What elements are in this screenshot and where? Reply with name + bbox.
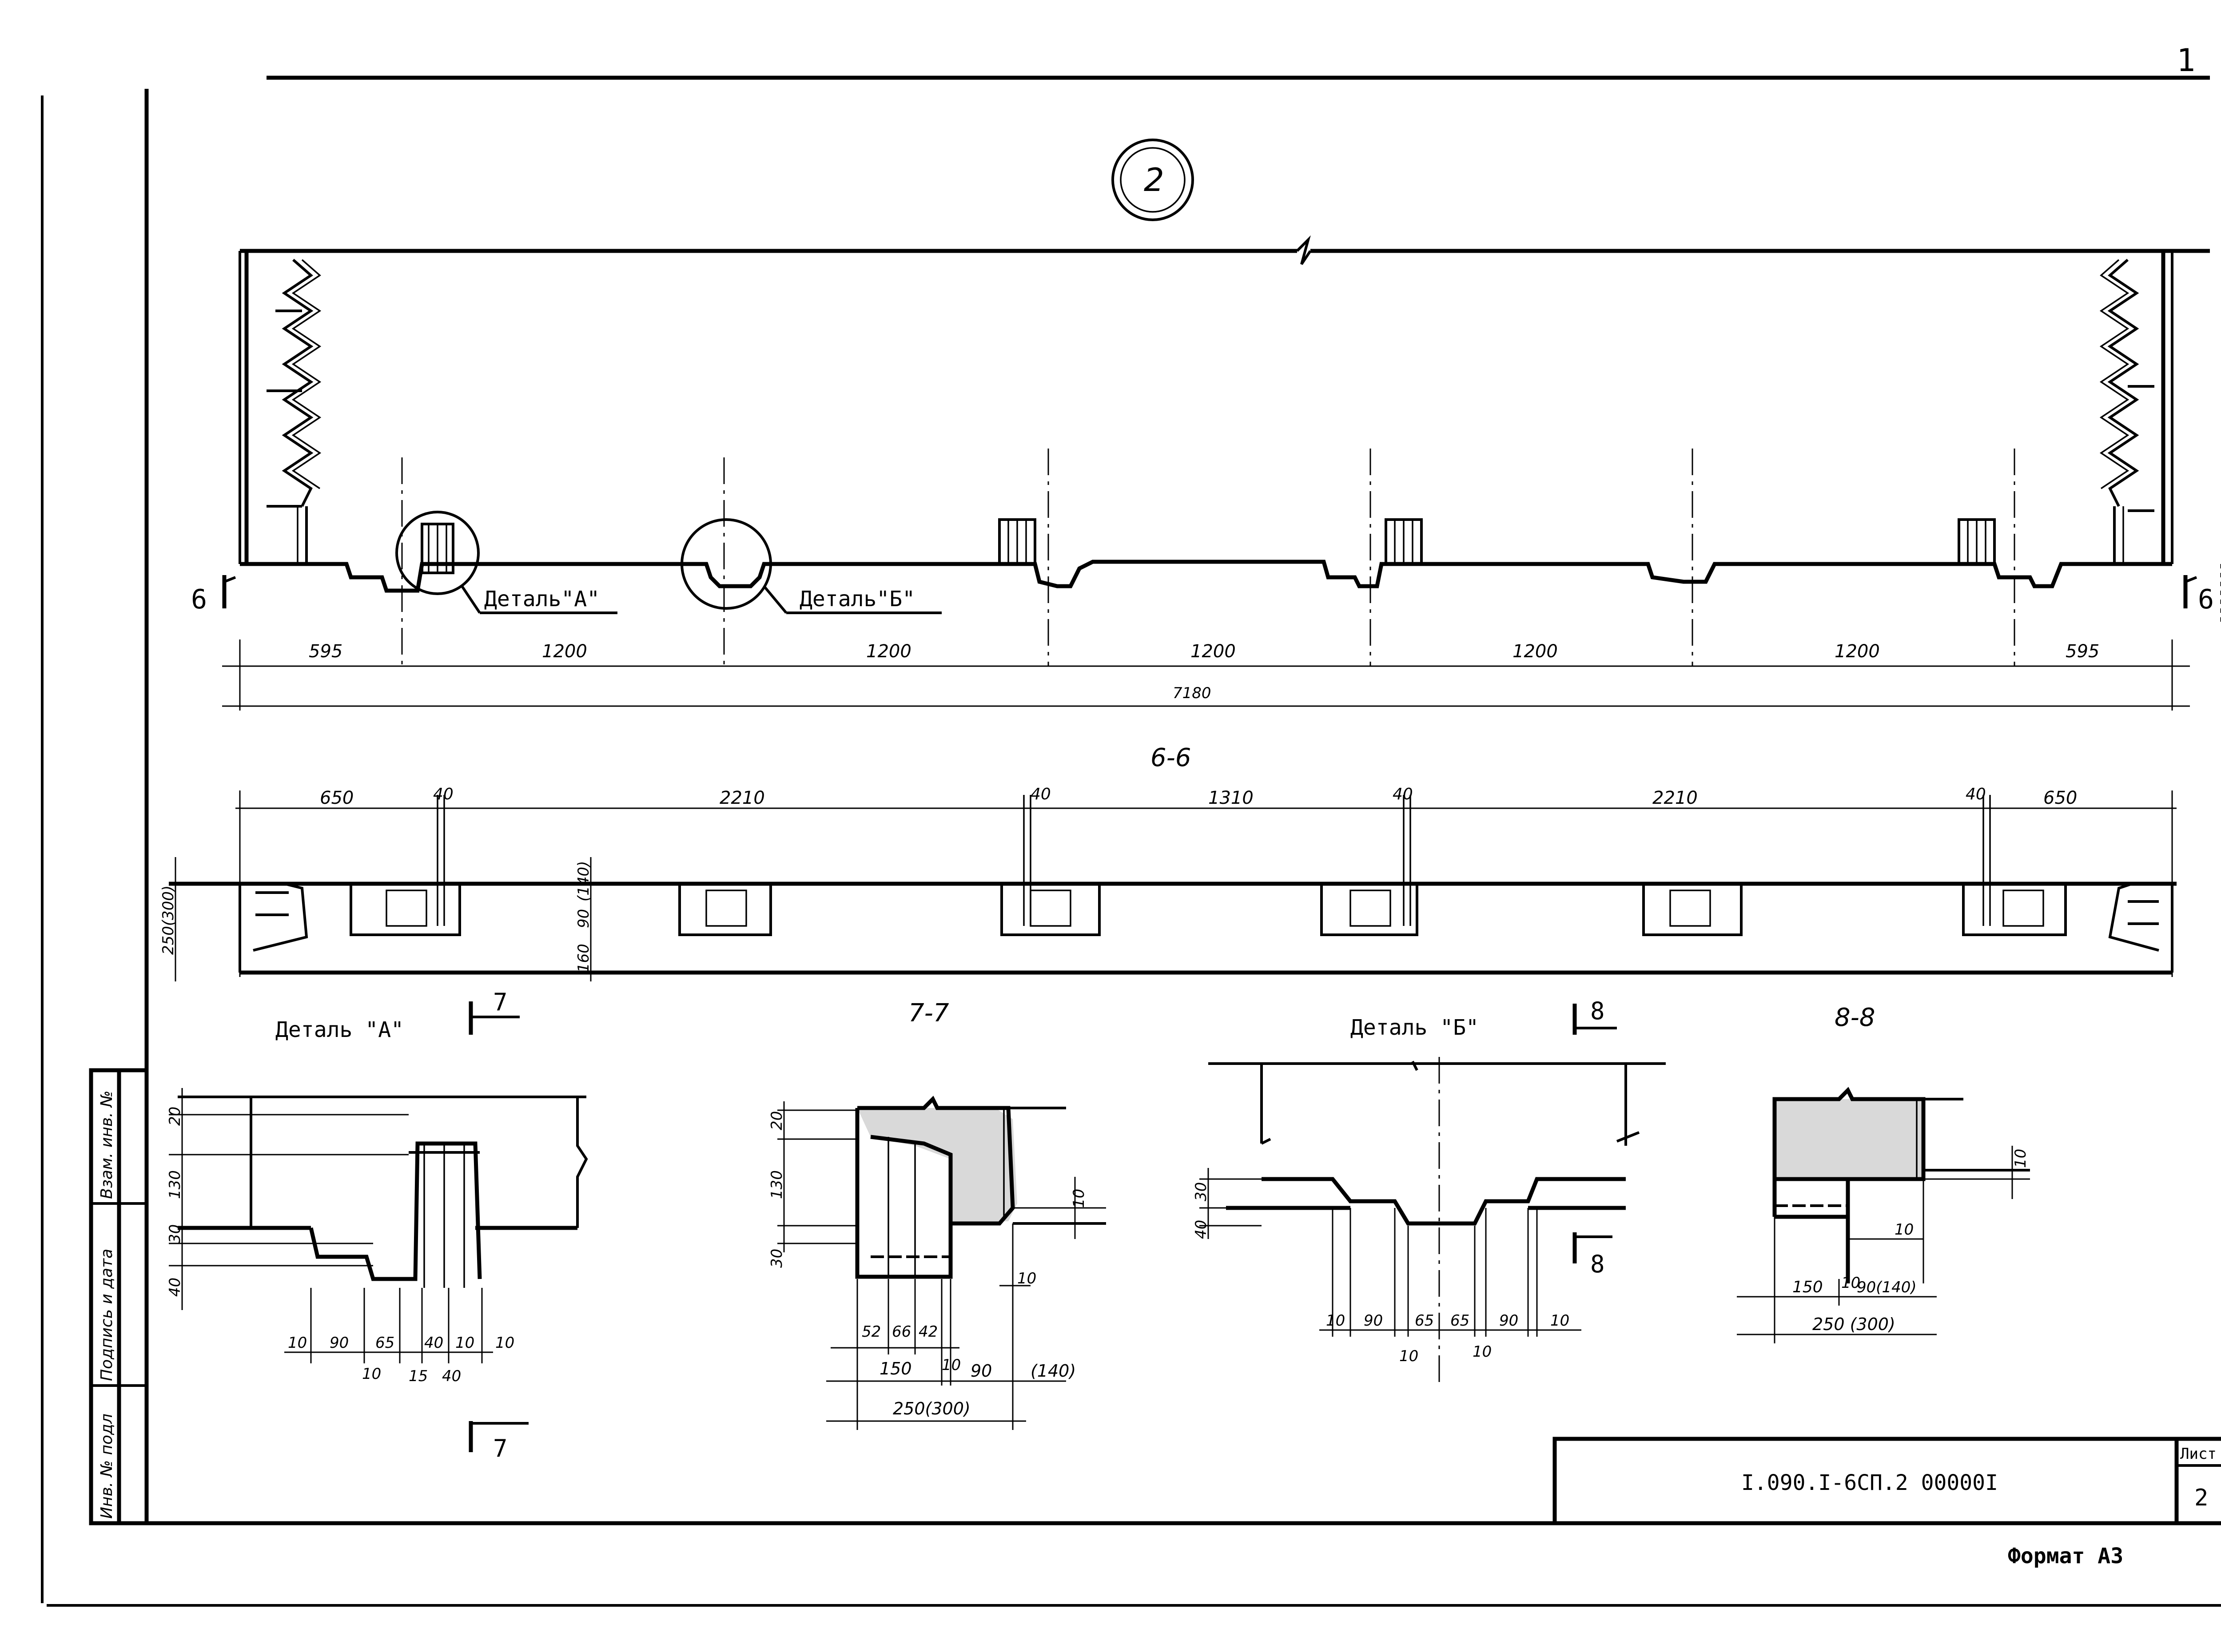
detail-a-vdim-130: 130 [166, 1170, 184, 1199]
plan-mark-circle [1111, 139, 1194, 221]
side-stamp: Инв. № подл Подпись и дата Взам. инв. № [89, 1068, 149, 1525]
detail-a-hdim-40b: 40 [442, 1367, 461, 1385]
s66-dim-8: 40 [1966, 785, 1986, 803]
detail-a-hdim-15: 15 [409, 1367, 428, 1385]
s77-vdim-130: 130 [768, 1170, 786, 1199]
detail-b-vdim-30: 30 [1192, 1182, 1210, 1201]
s77-hdim-10: 10 [942, 1356, 961, 1374]
s66-dim-2: 40 [433, 785, 454, 803]
s77-hdim-90: 90 [971, 1361, 992, 1381]
detail-b-hdim-65a: 65 [1415, 1312, 1434, 1330]
detail-b-hdim-90a: 90 [1364, 1312, 1383, 1330]
plan-dim-5: 1200 [1513, 641, 1558, 662]
s77-hdim-140: (140) [1031, 1361, 1076, 1381]
detail-a-title: Деталь "А" [275, 1017, 404, 1042]
s88-hdim-10: 10 [1841, 1274, 1860, 1292]
detail-a-callout: Деталь"А" [484, 587, 600, 612]
s88-hdim-150: 150 [1792, 1278, 1823, 1296]
detail-b-cut-top: 8 [1590, 997, 1605, 1025]
title-block: I.090.I-6СП.2 00000I Лист 2 [1552, 1437, 2221, 1525]
detail-a-hdim-10d: 10 [362, 1365, 381, 1383]
section-7-7: 7-7 10 10 20 130 30 52 66 42 [768, 999, 1106, 1430]
s66-vdim-90: 90 [575, 909, 593, 928]
sheet-label: Лист [2180, 1445, 2217, 1463]
s77-vdim-30: 30 [768, 1249, 786, 1268]
plan-view: 2 [191, 139, 2221, 711]
s77-vdim-20: 20 [768, 1111, 786, 1130]
plan-dim-7: 595 [2066, 641, 2099, 662]
detail-b-hdim-10b: 10 [1550, 1312, 1569, 1330]
s66-vdim-160: 160 [575, 944, 593, 973]
detail-b-hdim-65b: 65 [1450, 1312, 1469, 1330]
s66-ribs [350, 882, 2067, 936]
detail-a-hdim-65: 65 [375, 1334, 394, 1352]
s88-side-dim-2: 10 [1895, 1221, 1914, 1239]
detail-b-circle [681, 518, 772, 610]
stamp-signature: Подпись и дата [98, 1249, 116, 1381]
detail-b-hdim-90b: 90 [1499, 1312, 1518, 1330]
detail-a-vdim-20: 20 [166, 1107, 184, 1126]
detail-a-hdim-10c: 10 [495, 1334, 514, 1352]
plan-mark-number: 2 [1144, 161, 1164, 199]
detail-b-cut-bottom: 8 [1590, 1250, 1605, 1278]
detail-a: Деталь "А" 7 7 20 130 30 40 10 90 [166, 988, 588, 1462]
detail-b: Деталь "Б" 8 8 30 40 10 90 65 6 [1192, 997, 1666, 1386]
detail-b-subdim-2: 10 [1473, 1343, 1492, 1361]
s66-dim-5: 1310 [1208, 788, 1254, 808]
corner-mark: 1 [2177, 42, 2195, 79]
cut-mark-6-right: 6 [2198, 584, 2214, 615]
s77-hdim-42: 42 [919, 1323, 938, 1341]
plan-dim-3: 1200 [866, 641, 911, 662]
format-label: Формат А3 [2008, 1544, 2123, 1569]
sheet-number: 2 [2194, 1485, 2208, 1511]
s66-dim-6: 40 [1393, 785, 1413, 803]
section-7-7-title: 7-7 [908, 999, 949, 1028]
plan-dim-1: 595 [309, 641, 342, 662]
s88-hdim-90: 90(140) [1857, 1279, 1917, 1296]
plan-dim-4: 1200 [1190, 641, 1236, 662]
detail-b-vdim-40: 40 [1192, 1220, 1210, 1239]
detail-a-vdim-30: 30 [166, 1224, 184, 1243]
s77-hdim-total: 250(300) [893, 1399, 971, 1418]
detail-a-hdim-10: 10 [288, 1334, 307, 1352]
section-6-6: 6-6 650 40 2210 40 1310 40 2210 40 650 [159, 743, 2177, 981]
drawing-designation: I.090.I-6СП.2 00000I [1741, 1470, 1998, 1495]
plan-dim-total: 7180 [1173, 684, 1211, 702]
detail-a-circle [395, 511, 480, 595]
detail-a-cut-bottom: 7 [493, 1434, 508, 1462]
detail-a-cut-top: 7 [493, 988, 508, 1016]
section-8-8: 8-8 10 10 150 10 90(140) 250 (300) [1737, 1003, 2030, 1343]
detail-b-callout: Деталь"Б" [800, 587, 915, 612]
section-6-6-title: 6-6 [1150, 743, 1191, 772]
detail-a-hdim-40: 40 [424, 1334, 443, 1352]
stamp-replace-inv: Взам. инв. № [98, 1091, 116, 1199]
s77-hdim-150: 150 [880, 1359, 912, 1378]
s88-hdim-total: 250 (300) [1812, 1314, 1895, 1334]
detail-a-hdim-90: 90 [330, 1334, 349, 1352]
plan-posts [421, 518, 1996, 574]
cut-mark-6-left: 6 [191, 584, 207, 615]
detail-a-hdim-10b: 10 [455, 1334, 474, 1352]
s77-hdim-66: 66 [892, 1323, 911, 1341]
plan-dim-2: 1200 [542, 641, 587, 662]
plan-dim-6: 1200 [1835, 641, 1880, 662]
s77-side-dim-2: 10 [1017, 1270, 1036, 1287]
stamp-inv-no: Инв. № подл [98, 1414, 116, 1519]
s66-dim-7: 2210 [1652, 788, 1698, 808]
detail-a-vdim-40: 40 [166, 1278, 184, 1297]
section-8-8-title: 8-8 [1835, 1003, 1875, 1032]
s77-side-dim-1: 10 [1070, 1189, 1088, 1208]
s66-dim-9: 650 [2043, 788, 2077, 808]
s66-vdim-140: (140) [575, 861, 593, 901]
s66-dim-4: 40 [1031, 785, 1051, 803]
detail-b-subdim-1: 10 [1399, 1347, 1418, 1365]
s66-vdim-total: 250(300) [159, 886, 177, 955]
s66-dim-1: 650 [320, 788, 354, 808]
s88-side-dim-1: 10 [2012, 1149, 2030, 1168]
s66-dim-3: 2210 [720, 788, 765, 808]
detail-b-hdim-10a: 10 [1326, 1312, 1345, 1330]
detail-b-title: Деталь "Б" [1350, 1015, 1479, 1040]
s77-hdim-52: 52 [862, 1323, 881, 1341]
